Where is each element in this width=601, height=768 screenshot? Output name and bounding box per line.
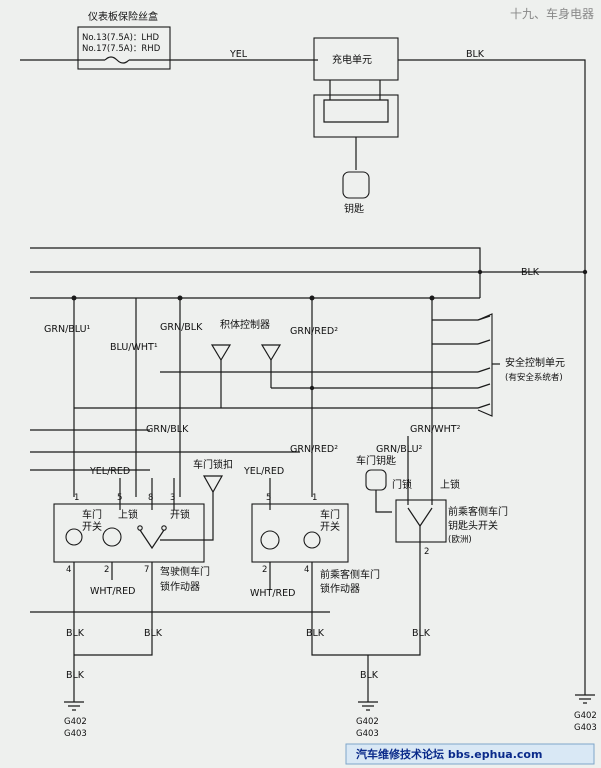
- wire-label-blk-mid: BLK: [521, 267, 540, 278]
- fuse-line-1: No.13(7.5A)：LHD: [82, 33, 160, 43]
- wire-label-grn-blk-mid: GRN/BLK: [146, 424, 189, 435]
- passenger-switch-icon: [303, 531, 321, 549]
- key-switch-lock: 上锁: [440, 478, 460, 491]
- svg-text:G402: G402: [64, 717, 87, 727]
- wire-label-yel-red-left: YEL/RED: [89, 466, 130, 477]
- safety-unit-label-1: 安全控制单元: [505, 356, 565, 369]
- svg-text:G403: G403: [356, 729, 379, 739]
- key-cylinder-box: [313, 94, 399, 138]
- fuse-symbol: [104, 56, 130, 64]
- fuse-box-title: 仪表板保险丝盒: [88, 10, 158, 23]
- svg-text:BLK: BLK: [144, 628, 163, 639]
- ground-icon-mid: [358, 701, 378, 711]
- ground-icon-right: [575, 694, 595, 704]
- svg-text:G403: G403: [64, 729, 87, 739]
- wire-label-grn-red-mid: GRN/RED²: [290, 444, 338, 455]
- svg-text:BLK: BLK: [360, 670, 379, 681]
- fuse-box: [77, 26, 171, 70]
- svg-text:BLK: BLK: [306, 628, 325, 639]
- driver-actuator-name-1: 驾驶侧车门: [160, 565, 210, 578]
- forum-banner-text: 汽车维修技术论坛 bbs.ephua.com: [356, 747, 542, 761]
- key-switch-name-2: 钥匙头开关: [448, 519, 498, 532]
- svg-text:8: 8: [148, 493, 153, 503]
- body-controller-terminal-2: [260, 344, 282, 362]
- wire-label-grn-blk-top: GRN/BLK: [160, 322, 203, 333]
- passenger-actuator-box: [251, 503, 349, 563]
- svg-text:3: 3: [170, 493, 175, 503]
- safety-unit-connector: [477, 313, 493, 417]
- svg-text:BLK: BLK: [412, 628, 431, 639]
- key-label: 钥匙: [344, 202, 364, 215]
- driver-motor-icon: [102, 527, 122, 547]
- door-key-icon: [365, 469, 387, 491]
- charging-unit-label: 充电单元: [332, 53, 372, 66]
- passenger-actuator-name-2: 锁作动器: [320, 582, 360, 595]
- charging-unit-box: [313, 37, 399, 81]
- svg-text:BLK: BLK: [66, 628, 85, 639]
- driver-door-switch-2: 开关: [82, 520, 102, 533]
- svg-text:7: 7: [144, 565, 149, 575]
- svg-text:4: 4: [66, 565, 71, 575]
- door-key-label: 车门钥匙: [356, 454, 396, 467]
- body-controller-label: 积体控制器: [220, 318, 270, 331]
- wire-label-grn-red-top: GRN/RED²: [290, 326, 338, 337]
- svg-text:4: 4: [304, 565, 309, 575]
- page-header: 十九、车身电器: [510, 6, 594, 21]
- svg-text:1: 1: [74, 493, 79, 503]
- passenger-door-switch-1: 车门: [320, 508, 340, 521]
- body-controller-terminal-1: [210, 344, 232, 362]
- passenger-motor-icon: [260, 530, 280, 550]
- svg-text:2: 2: [262, 565, 267, 575]
- svg-text:2: 2: [424, 547, 429, 557]
- svg-text:BLK: BLK: [66, 670, 85, 681]
- wire-label-grn-blu: GRN/BLU¹: [44, 324, 91, 335]
- passenger-door-switch-2: 开关: [320, 520, 340, 533]
- ground-icon-left: [64, 701, 84, 711]
- svg-text:2: 2: [104, 565, 109, 575]
- svg-text:5: 5: [266, 493, 271, 503]
- key-switch-name-3: (欧洲): [448, 534, 472, 545]
- wire-blk-right: [398, 59, 586, 695]
- svg-text:1: 1: [312, 493, 317, 503]
- key-switch-door-lock: 门锁: [392, 478, 412, 491]
- forum-banner: [345, 743, 595, 765]
- wire-label-grn-wht: GRN/WHT²: [410, 424, 461, 435]
- svg-text:G402: G402: [356, 717, 379, 727]
- driver-switch-icon: [65, 528, 83, 546]
- svg-text:G403: G403: [574, 723, 597, 733]
- driver-door-switch-1: 车门: [82, 508, 102, 521]
- driver-lock-label: 上锁: [118, 508, 138, 521]
- wire-label-yel: YEL: [229, 49, 248, 60]
- door-lock-knob-terminal: [202, 475, 224, 494]
- wire-label-blu-wht: BLU/WHT¹: [110, 342, 158, 353]
- key-switch-box: [395, 499, 447, 543]
- driver-actuator-box: [53, 503, 205, 563]
- driver-unlock-label: 开锁: [170, 508, 190, 521]
- svg-text:G402: G402: [574, 711, 597, 721]
- wire-label-wht-red-right: WHT/RED: [250, 588, 295, 599]
- door-lock-knob-label: 车门锁扣: [193, 458, 233, 471]
- key-icon: [342, 171, 370, 199]
- driver-actuator-name-2: 锁作动器: [160, 580, 200, 593]
- key-switch-name-1: 前乘客侧车门: [448, 505, 508, 518]
- safety-unit-label-2: (有安全系统者): [505, 372, 563, 383]
- fuse-line-2: No.17(7.5A)：RHD: [82, 44, 161, 54]
- wire-label-grn-blu2: GRN/BLU²: [376, 444, 423, 455]
- passenger-actuator-name-1: 前乘客侧车门: [320, 568, 380, 581]
- wire-label-blk-top: BLK: [466, 49, 485, 60]
- wire-label-yel-red-right: YEL/RED: [243, 466, 284, 477]
- wire-label-wht-red-left: WHT/RED: [90, 586, 135, 597]
